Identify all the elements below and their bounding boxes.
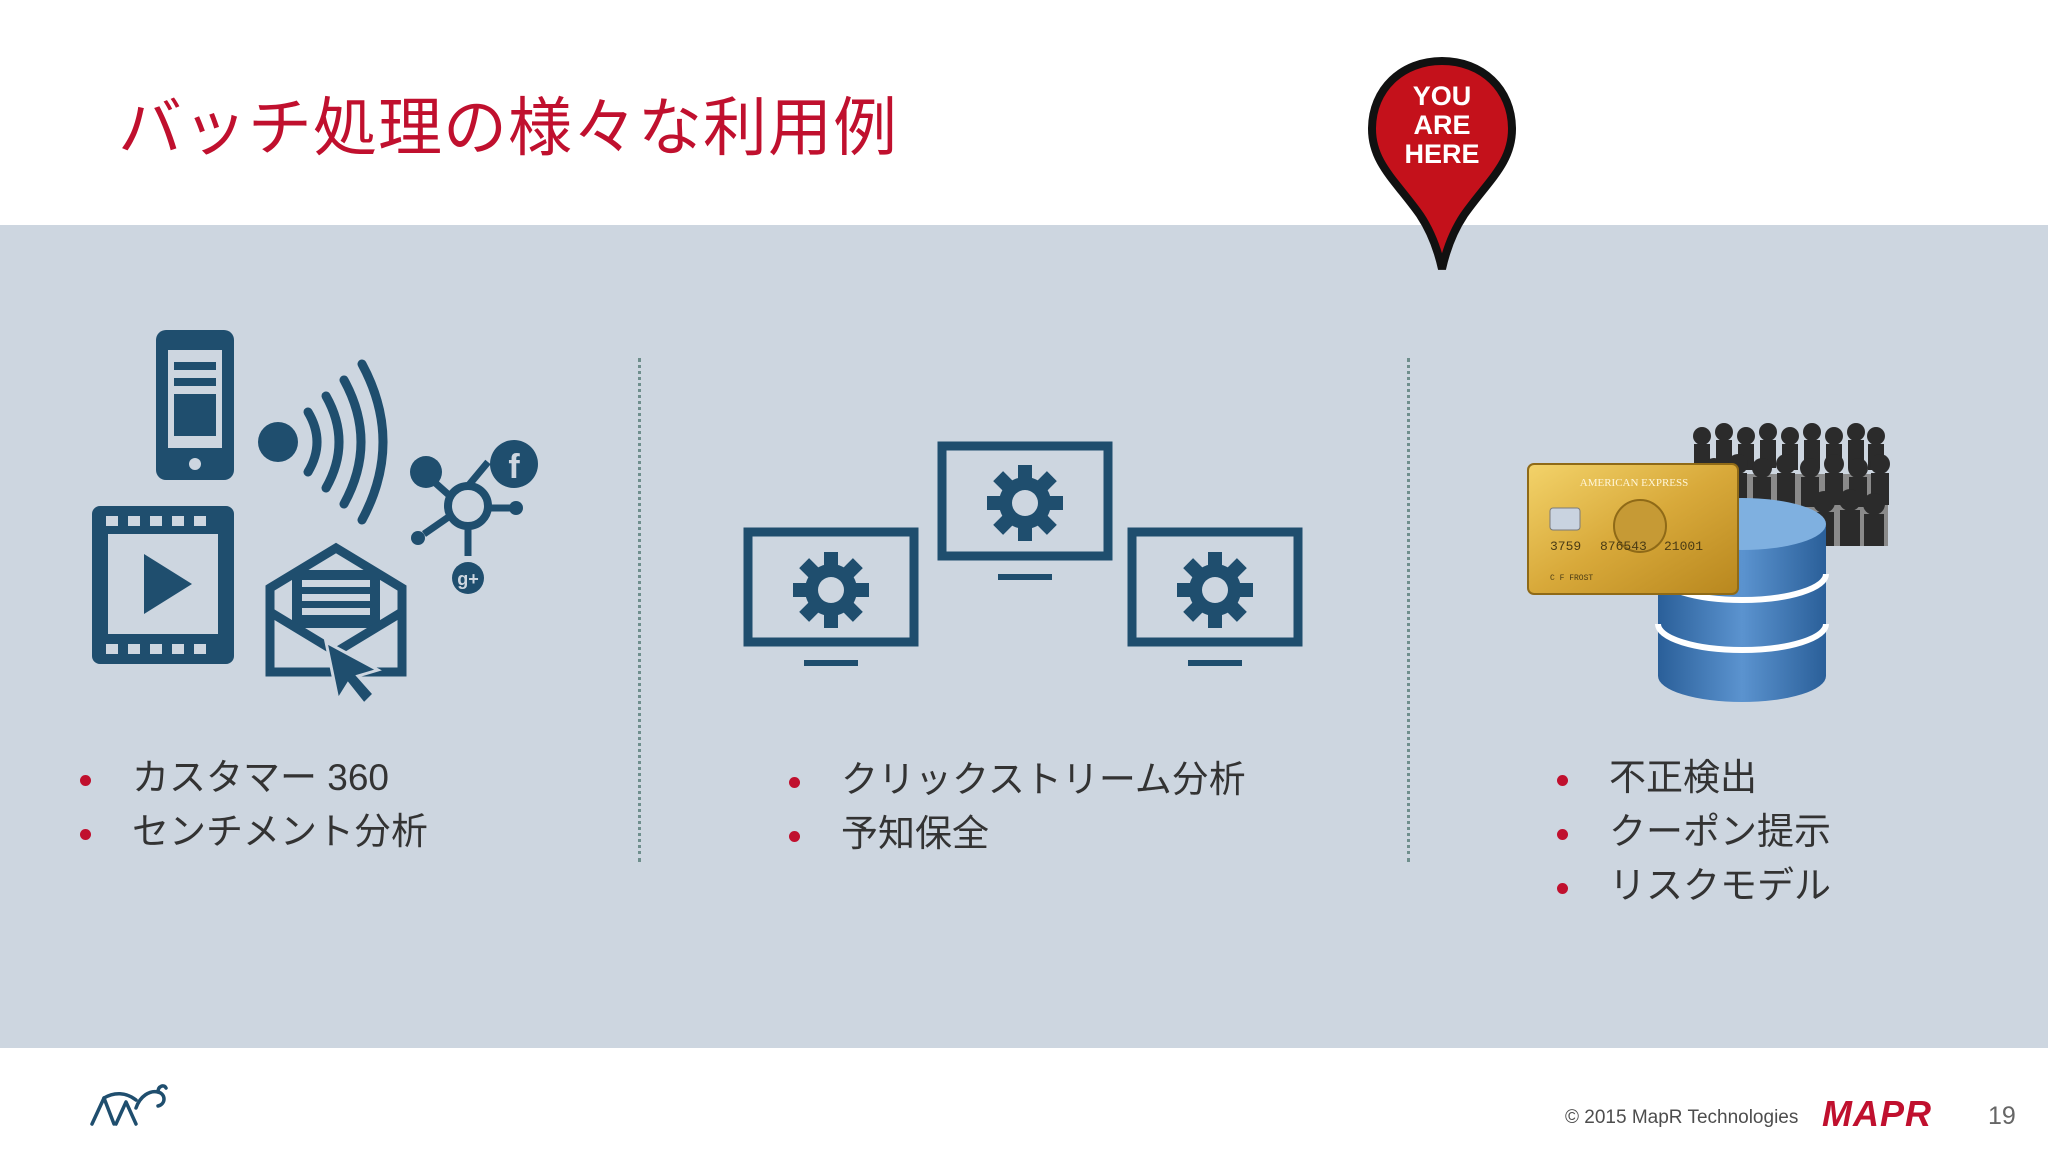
card-name-text: C F FROST [1550,574,1593,583]
monitor-left-icon [743,527,919,666]
bullet-list-column-1: カスタマー 360 センチメント分析 [80,751,428,859]
mapr-logo-text: MAPR [1822,1094,1932,1134]
social-network-icon: f g+ [410,440,538,594]
bullet-text: 予知保全 [841,813,989,854]
pin-text-you: YOU [1413,81,1472,111]
bullet-text: リスクモデル [1609,865,1831,906]
bullet-text: クーポン提示 [1609,811,1831,852]
monitor-right-icon [1127,527,1303,666]
bullet-dot-icon [789,831,800,842]
pin-text-are: ARE [1413,110,1470,140]
you-are-here-pin-icon: YOU ARE HERE [1367,56,1517,270]
card-number-mid: 876543 [1600,539,1647,554]
credit-card-database-crowd-icon: AMERICAN EXPRESS 3759 876543 21001 C F F… [1527,423,1890,702]
bullet-text: センチメント分析 [132,811,428,852]
list-item: 不正検出 [1557,751,1831,805]
wireless-signal-icon [258,359,388,525]
copyright-text: © 2015 MapR Technologies [1565,1107,1799,1128]
data-sources-icon: f g+ [92,330,538,707]
card-number-right: 21001 [1664,539,1703,554]
slide-title: バッチ処理の様々な利用例 [118,92,898,164]
bullet-dot-icon [80,829,91,840]
hadoop-elephant-logo-icon [90,1084,168,1126]
bullet-dot-icon [1557,829,1568,840]
list-item: 予知保全 [789,807,1246,861]
list-item: センチメント分析 [80,805,428,859]
bullet-text: カスタマー 360 [132,757,390,798]
list-item: クリックストリーム分析 [789,753,1246,807]
monitors-gears-icon [743,441,1303,666]
bullet-text: 不正検出 [1609,757,1757,798]
bullet-dot-icon [1557,883,1568,894]
credit-card-icon: AMERICAN EXPRESS 3759 876543 21001 C F F… [1527,463,1739,595]
bullet-dot-icon [80,775,91,786]
email-envelope-icon [265,542,407,707]
page-number: 19 [1988,1102,2016,1130]
bullet-list-column-3: 不正検出 クーポン提示 リスクモデル [1557,751,1831,913]
card-number-left: 3759 [1550,539,1581,554]
svg-text:g+: g+ [457,569,479,589]
bullet-dot-icon [789,777,800,788]
pin-text-here: HERE [1404,139,1479,169]
list-item: クーポン提示 [1557,805,1831,859]
bullet-dot-icon [1557,775,1568,786]
svg-text:f: f [508,448,520,486]
list-item: リスクモデル [1557,859,1831,913]
card-brand-text: AMERICAN EXPRESS [1580,477,1689,489]
bullet-text: クリックストリーム分析 [841,759,1246,800]
list-item: カスタマー 360 [80,751,428,805]
video-film-icon [92,506,234,664]
column-divider-left [638,358,641,862]
column-divider-right [1407,358,1410,862]
smartphone-icon [156,330,234,480]
monitor-center-icon [937,441,1113,580]
mapr-logo: MAPR [1822,1094,1932,1134]
bullet-list-column-2: クリックストリーム分析 予知保全 [789,753,1246,861]
